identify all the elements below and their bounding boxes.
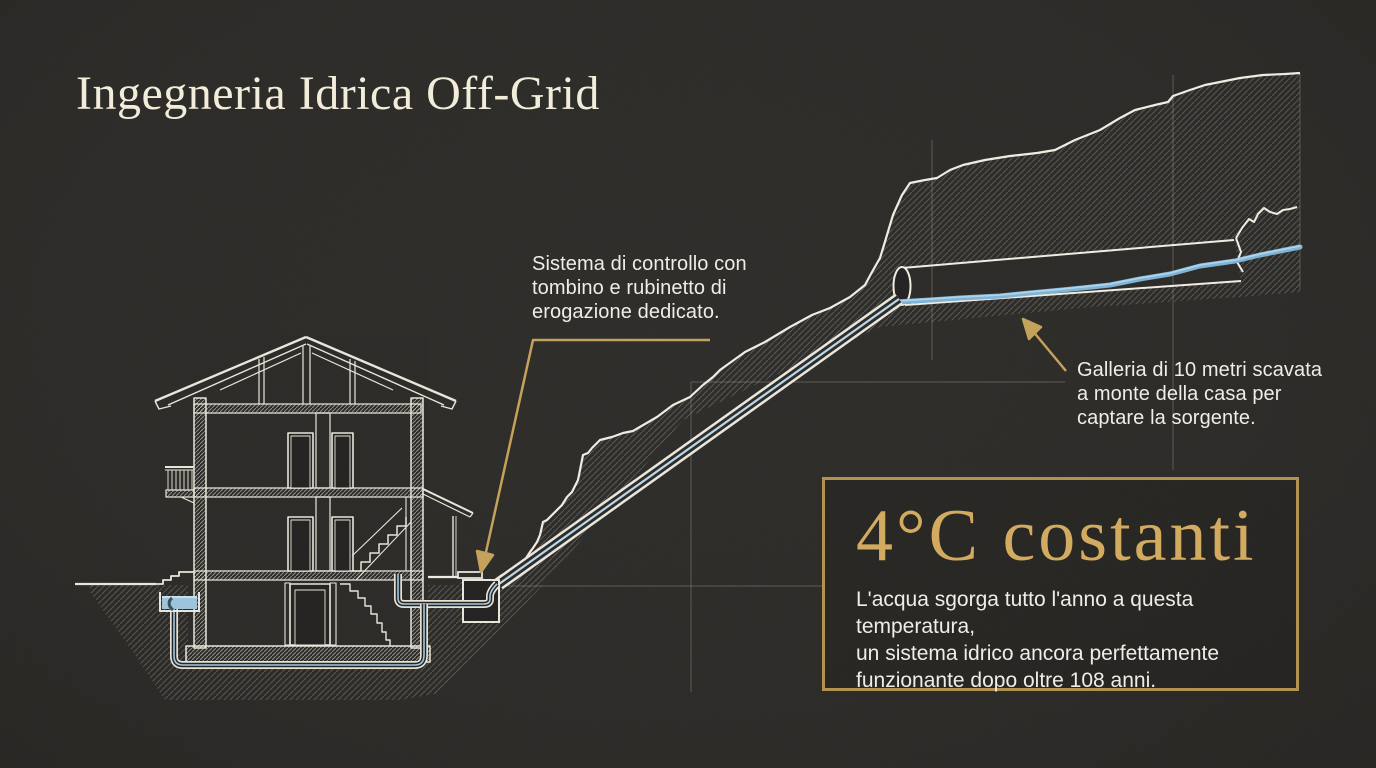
callout-headline: 4°C costanti — [856, 495, 1257, 577]
temperature-callout-box: 4°C costanti L'acqua sgorga tutto l'anno… — [822, 477, 1299, 694]
annotation-line: captare la sorgente. — [1077, 407, 1256, 429]
annotation-line: Galleria di 10 metri scavata — [1077, 359, 1323, 381]
callout-body-line: L'acqua sgorga tutto l'anno a questa tem… — [856, 588, 1194, 638]
annotation-line: a monte della casa per — [1077, 383, 1282, 405]
annotation-line: tombino e rubinetto di — [532, 277, 727, 299]
annotation-gallery: Galleria di 10 metri scavata a monte del… — [1077, 358, 1322, 430]
callout-body-line: funzionante dopo oltre 108 anni. — [856, 669, 1157, 692]
page-title: Ingegneria Idrica Off-Grid — [76, 67, 600, 120]
callout-body: L'acqua sgorga tutto l'anno a questa tem… — [856, 586, 1296, 694]
annotation-line: erogazione dedicato. — [532, 301, 720, 323]
callout-body-line: un sistema idrico ancora perfettamente — [856, 642, 1220, 665]
annotation-line: Sistema di controllo con — [532, 253, 747, 275]
annotation-control-system: Sistema di controllo con tombino e rubin… — [532, 252, 747, 324]
